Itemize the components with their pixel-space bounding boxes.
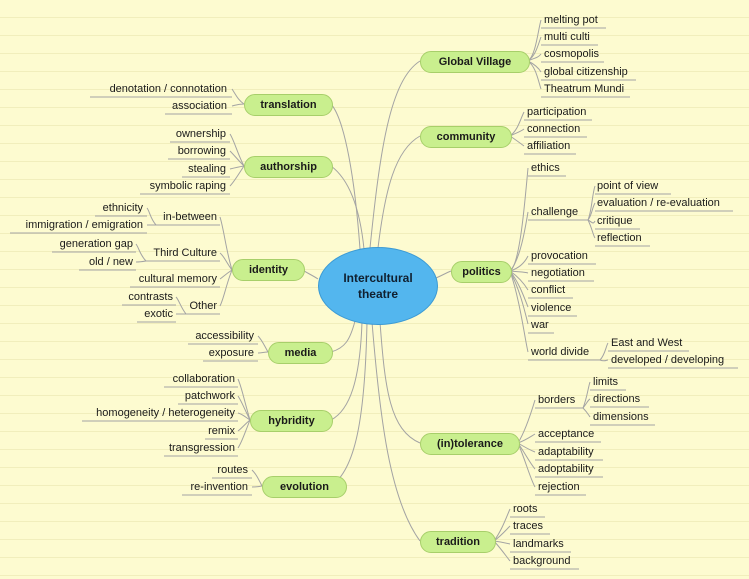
- leaf-evaluation[interactable]: evaluation / re-evaluation: [597, 197, 720, 209]
- leaf-east-and-west[interactable]: East and West: [611, 337, 683, 349]
- leaf-adoptability[interactable]: adoptability: [538, 463, 594, 475]
- leaf-borrowing[interactable]: borrowing: [177, 145, 226, 157]
- leaf-negotiation[interactable]: negotiation: [531, 267, 585, 279]
- central-topic-line2: theatre: [357, 287, 398, 301]
- leaf-violence[interactable]: violence: [531, 302, 572, 314]
- leaf-borders[interactable]: borders: [538, 394, 576, 406]
- leaf-dimensions[interactable]: dimensions: [593, 411, 649, 423]
- leaf-background[interactable]: background: [513, 555, 571, 567]
- branch-global-village[interactable]: Global Village: [420, 51, 530, 73]
- leaf-world-divide[interactable]: world divide: [531, 346, 590, 358]
- leaf-routes[interactable]: routes: [217, 464, 248, 476]
- leaf-critique[interactable]: critique: [597, 215, 633, 227]
- leaf-old-new[interactable]: old / new: [88, 256, 133, 268]
- leaf-homogeneity-heterogeneity[interactable]: homogeneity / heterogeneity: [96, 407, 235, 419]
- branch-evolution[interactable]: evolution: [262, 476, 347, 498]
- leaf-connection[interactable]: connection: [527, 123, 581, 135]
- leaf-affiliation[interactable]: affiliation: [527, 140, 571, 152]
- leaf-stealing[interactable]: stealing: [188, 163, 226, 175]
- branch-identity[interactable]: identity: [232, 259, 305, 281]
- central-topic[interactable]: Intercultural theatre: [318, 247, 438, 325]
- leaf-point-of-view[interactable]: point of view: [597, 180, 659, 192]
- leaf-multi-culti[interactable]: multi culti: [544, 31, 590, 43]
- central-topic-line1: Intercultural: [343, 271, 413, 285]
- branch-tradition[interactable]: tradition: [420, 531, 496, 553]
- leaf-rejection[interactable]: rejection: [538, 481, 580, 493]
- leaf-cosmopolis[interactable]: cosmopolis: [544, 48, 600, 60]
- leaf-immigration-emigration[interactable]: immigration / emigration: [25, 219, 143, 231]
- branch-authorship[interactable]: authorship: [244, 156, 333, 178]
- leaf-transgression[interactable]: transgression: [168, 442, 235, 454]
- branch-politics[interactable]: politics: [451, 261, 512, 283]
- leaf-accessibility[interactable]: accessibility: [195, 330, 254, 342]
- branch-hybridity[interactable]: hybridity: [250, 410, 333, 432]
- leaf-third-culture[interactable]: Third Culture: [153, 247, 217, 259]
- leaf-generation-gap[interactable]: generation gap: [59, 238, 133, 250]
- branch-media[interactable]: media: [268, 342, 333, 364]
- leaf-ownership[interactable]: ownership: [175, 128, 226, 140]
- leaf-roots[interactable]: roots: [513, 503, 538, 515]
- leaf-challenge[interactable]: challenge: [531, 206, 579, 218]
- leaf-denotation-connotation[interactable]: denotation / connotation: [109, 83, 227, 95]
- leaf-acceptance[interactable]: acceptance: [538, 428, 595, 440]
- branch-intolerance[interactable]: (in)tolerance: [420, 433, 520, 455]
- leaf-in-between[interactable]: in-between: [163, 211, 217, 223]
- leaf-cultural-memory[interactable]: cultural memory: [138, 273, 217, 285]
- leaf-ethnicity[interactable]: ethnicity: [102, 202, 143, 214]
- leaf-global-citizenship[interactable]: global citizenship: [544, 66, 628, 78]
- leaf-limits[interactable]: limits: [593, 376, 619, 388]
- leaf-melting-pot[interactable]: melting pot: [544, 14, 598, 26]
- leaf-provocation[interactable]: provocation: [531, 250, 588, 262]
- leaf-contrasts[interactable]: contrasts: [128, 291, 173, 303]
- leaf-exposure[interactable]: exposure: [208, 347, 254, 359]
- leaf-theatrum-mundi[interactable]: Theatrum Mundi: [544, 83, 625, 95]
- leaf-other[interactable]: Other: [189, 300, 217, 312]
- leaf-war[interactable]: war: [531, 319, 549, 331]
- leaf-symbolic-raping[interactable]: symbolic raping: [149, 180, 226, 192]
- leaf-directions[interactable]: directions: [593, 393, 641, 405]
- leaf-exotic[interactable]: exotic: [144, 308, 173, 320]
- leaf-ethics[interactable]: ethics: [531, 162, 560, 174]
- leaf-landmarks[interactable]: landmarks: [513, 538, 564, 550]
- leaf-collaboration[interactable]: collaboration: [172, 373, 235, 385]
- leaf-patchwork[interactable]: patchwork: [184, 390, 235, 402]
- leaf-conflict[interactable]: conflict: [531, 284, 566, 296]
- leaf-association[interactable]: association: [171, 100, 227, 112]
- leaf-adaptability[interactable]: adaptability: [538, 446, 594, 458]
- leaf-participation[interactable]: participation: [527, 106, 587, 118]
- branch-translation[interactable]: translation: [244, 94, 333, 116]
- leaf-re-invention[interactable]: re-invention: [190, 481, 248, 493]
- leaf-traces[interactable]: traces: [513, 520, 543, 532]
- leaf-remix[interactable]: remix: [208, 425, 235, 437]
- leaf-reflection[interactable]: reflection: [597, 232, 642, 244]
- branch-community[interactable]: community: [420, 126, 512, 148]
- leaf-developed-developing[interactable]: developed / developing: [611, 354, 725, 366]
